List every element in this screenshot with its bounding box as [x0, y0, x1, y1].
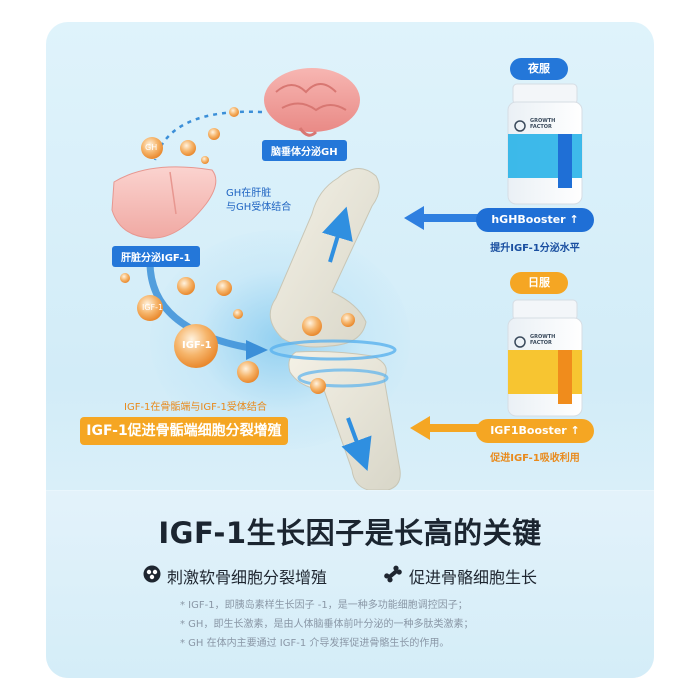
orb-label-igf-large: IGF-1 — [182, 340, 212, 351]
summary-panel — [46, 490, 654, 678]
benefit-label: 促进骨骼细胞生长 — [409, 568, 538, 587]
up-arrow-icon: ↑ — [569, 213, 579, 226]
igf1-booster-label: IGF1Booster — [490, 424, 567, 437]
night-product-caption: 提升IGF-1分泌水平 — [490, 243, 580, 254]
night-dose-badge: 夜服 — [510, 58, 568, 80]
brain-illustration — [264, 68, 360, 137]
liver-illustration — [111, 166, 217, 239]
footnote-igf: * IGF-1，即胰岛素样生长因子 -1，是一种多功能细胞调控因子； — [180, 600, 468, 611]
bone-arrow-down — [341, 417, 372, 472]
day-supplement-bottle — [507, 299, 583, 417]
hormone-orbs — [120, 107, 355, 394]
footnote-gh: * GH，即生长激素，是由人体脑垂体前叶分泌的一种多肽类激素； — [180, 619, 474, 630]
cells-icon — [143, 565, 161, 587]
night-supplement-bottle — [507, 83, 583, 205]
orb-label-gh: GH — [145, 143, 158, 152]
brain-to-liver-dashed-arrow — [153, 110, 263, 161]
up-arrow-icon: ↑ — [570, 424, 580, 437]
femur-bone — [269, 168, 380, 348]
footnote-gh-igf: * GH 在体内主要通过 IGF-1 介导发挥促进骨骼生长的作用。 — [180, 638, 450, 649]
gh-liver-binding-label-line2: 与GH受体结合 — [226, 202, 292, 213]
day-bottle-label: GROWTH FACTOR — [530, 334, 556, 346]
benefit-bone-growth: 促进骨骼细胞生长 — [383, 564, 537, 588]
day-product-arrow-head — [410, 416, 430, 440]
liver-to-bone-arrow-head — [246, 340, 268, 360]
hgh-booster-tag[interactable]: hGHBooster ↑ — [476, 208, 594, 232]
brain-secretes-gh-label: 脑垂体分泌GH — [262, 140, 347, 161]
igf-receptor-binding-label: IGF-1在骨骺端与IGF-1受体结合 — [124, 402, 267, 413]
headline: IGF-1生长因子是长高的关键 — [158, 516, 542, 550]
night-product-arrow-head — [404, 206, 424, 230]
bone-arrow-up — [322, 206, 353, 263]
benefit-cell-division: 刺激软骨细胞分裂增殖 — [143, 564, 327, 588]
growth-plate-ring — [269, 339, 397, 361]
liver-to-bone-arrow — [146, 261, 251, 352]
liver-secretes-igf-label: 肝脏分泌IGF-1 — [112, 246, 200, 267]
day-product-caption: 促进IGF-1吸收利用 — [490, 453, 580, 464]
orb-label-igf-small: IGF-1 — [142, 303, 164, 312]
igf1-booster-tag[interactable]: IGF1Booster ↑ — [476, 419, 594, 443]
day-dose-badge: 日服 — [510, 272, 568, 294]
igf-promotes-proliferation-label: IGF-1促进骨骺端细胞分裂增殖 — [80, 417, 288, 445]
benefit-label: 刺激软骨细胞分裂增殖 — [167, 568, 328, 587]
bone-icon — [383, 565, 403, 587]
hgh-booster-label: hGHBooster — [491, 213, 566, 226]
night-bottle-label: GROWTH FACTOR — [530, 118, 556, 130]
growth-plate-ring-lower — [297, 368, 389, 388]
gh-liver-binding-label-line1: GH在肝脏 — [226, 188, 272, 199]
